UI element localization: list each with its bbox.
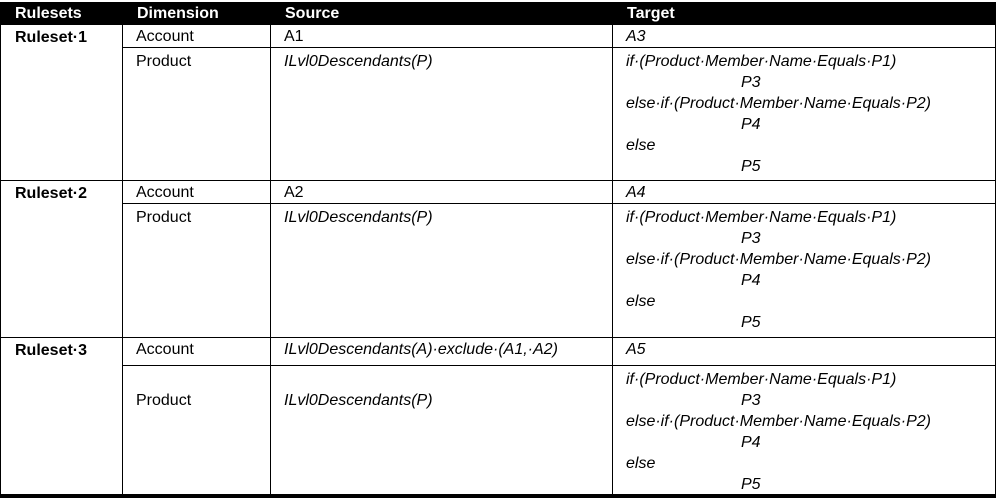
dimension-cell: Account <box>123 338 271 366</box>
dimension-cell: Product <box>123 204 271 337</box>
target-line: if·(Product·Member·Name·Equals·P1) <box>626 371 897 388</box>
source-cell: ILvl0Descendants(P) <box>271 48 613 180</box>
target-line: else <box>626 137 656 154</box>
ruleset-name: Ruleset·3 <box>1 338 123 494</box>
header-cell-source: Source <box>285 4 340 22</box>
target-line: P3 <box>741 392 761 409</box>
target-line: if·(Product·Member·Name·Equals·P1) <box>626 209 897 226</box>
dimension-cell: Account <box>123 25 271 48</box>
target-line: else·if·(Product·Member·Name·Equals·P2) <box>626 251 931 268</box>
header-cell-rulesets: Rulesets <box>15 4 82 22</box>
source-cell: ILvl0Descendants(P) <box>271 366 613 494</box>
source-cell: ILvl0Descendants(A)·exclude·(A1,·A2) <box>271 338 613 366</box>
ruleset-group-3: Ruleset·3 Account ILvl0Descendants(A)·ex… <box>1 337 995 494</box>
target-line: if·(Product·Member·Name·Equals·P1) <box>626 53 897 70</box>
target-line: P3 <box>741 230 761 247</box>
target-cell: if·(Product·Member·Name·Equals·P1) P3 el… <box>613 366 995 494</box>
target-line: P4 <box>741 272 761 289</box>
header-cell-target: Target <box>627 4 675 22</box>
source-cell: ILvl0Descendants(P) <box>271 204 613 337</box>
target-cell: A4 <box>613 181 995 204</box>
target-line: P4 <box>741 116 761 133</box>
ruleset-name: Ruleset·1 <box>1 25 123 180</box>
source-cell: A2 <box>271 181 613 204</box>
dimension-cell: Product <box>123 366 271 494</box>
target-cell: if·(Product·Member·Name·Equals·P1) P3 el… <box>613 204 995 337</box>
target-line: P4 <box>741 434 761 451</box>
target-line: else·if·(Product·Member·Name·Equals·P2) <box>626 95 931 112</box>
ruleset-name: Ruleset·2 <box>1 181 123 337</box>
dimension-cell: Product <box>123 48 271 180</box>
target-line: P5 <box>741 314 761 331</box>
target-line: else·if·(Product·Member·Name·Equals·P2) <box>626 413 931 430</box>
target-cell: A5 <box>613 338 995 366</box>
ruleset-group-1: Ruleset·1 Account A1 A3 Product ILvl0Des… <box>1 25 995 180</box>
dimension-cell: Account <box>123 181 271 204</box>
target-line: P5 <box>741 158 761 175</box>
header-cell-dimension: Dimension <box>137 4 219 22</box>
target-line: else <box>626 293 656 310</box>
source-cell: A1 <box>271 25 613 48</box>
table-header-row: Rulesets Dimension Source Target <box>1 2 995 25</box>
target-line: P3 <box>741 74 761 91</box>
target-line: else <box>626 455 656 472</box>
ruleset-group-2: Ruleset·2 Account A2 A4 Product ILvl0Des… <box>1 180 995 337</box>
target-cell: A3 <box>613 25 995 48</box>
target-line: P5 <box>741 476 761 493</box>
target-cell: if·(Product·Member·Name·Equals·P1) P3 el… <box>613 48 995 180</box>
